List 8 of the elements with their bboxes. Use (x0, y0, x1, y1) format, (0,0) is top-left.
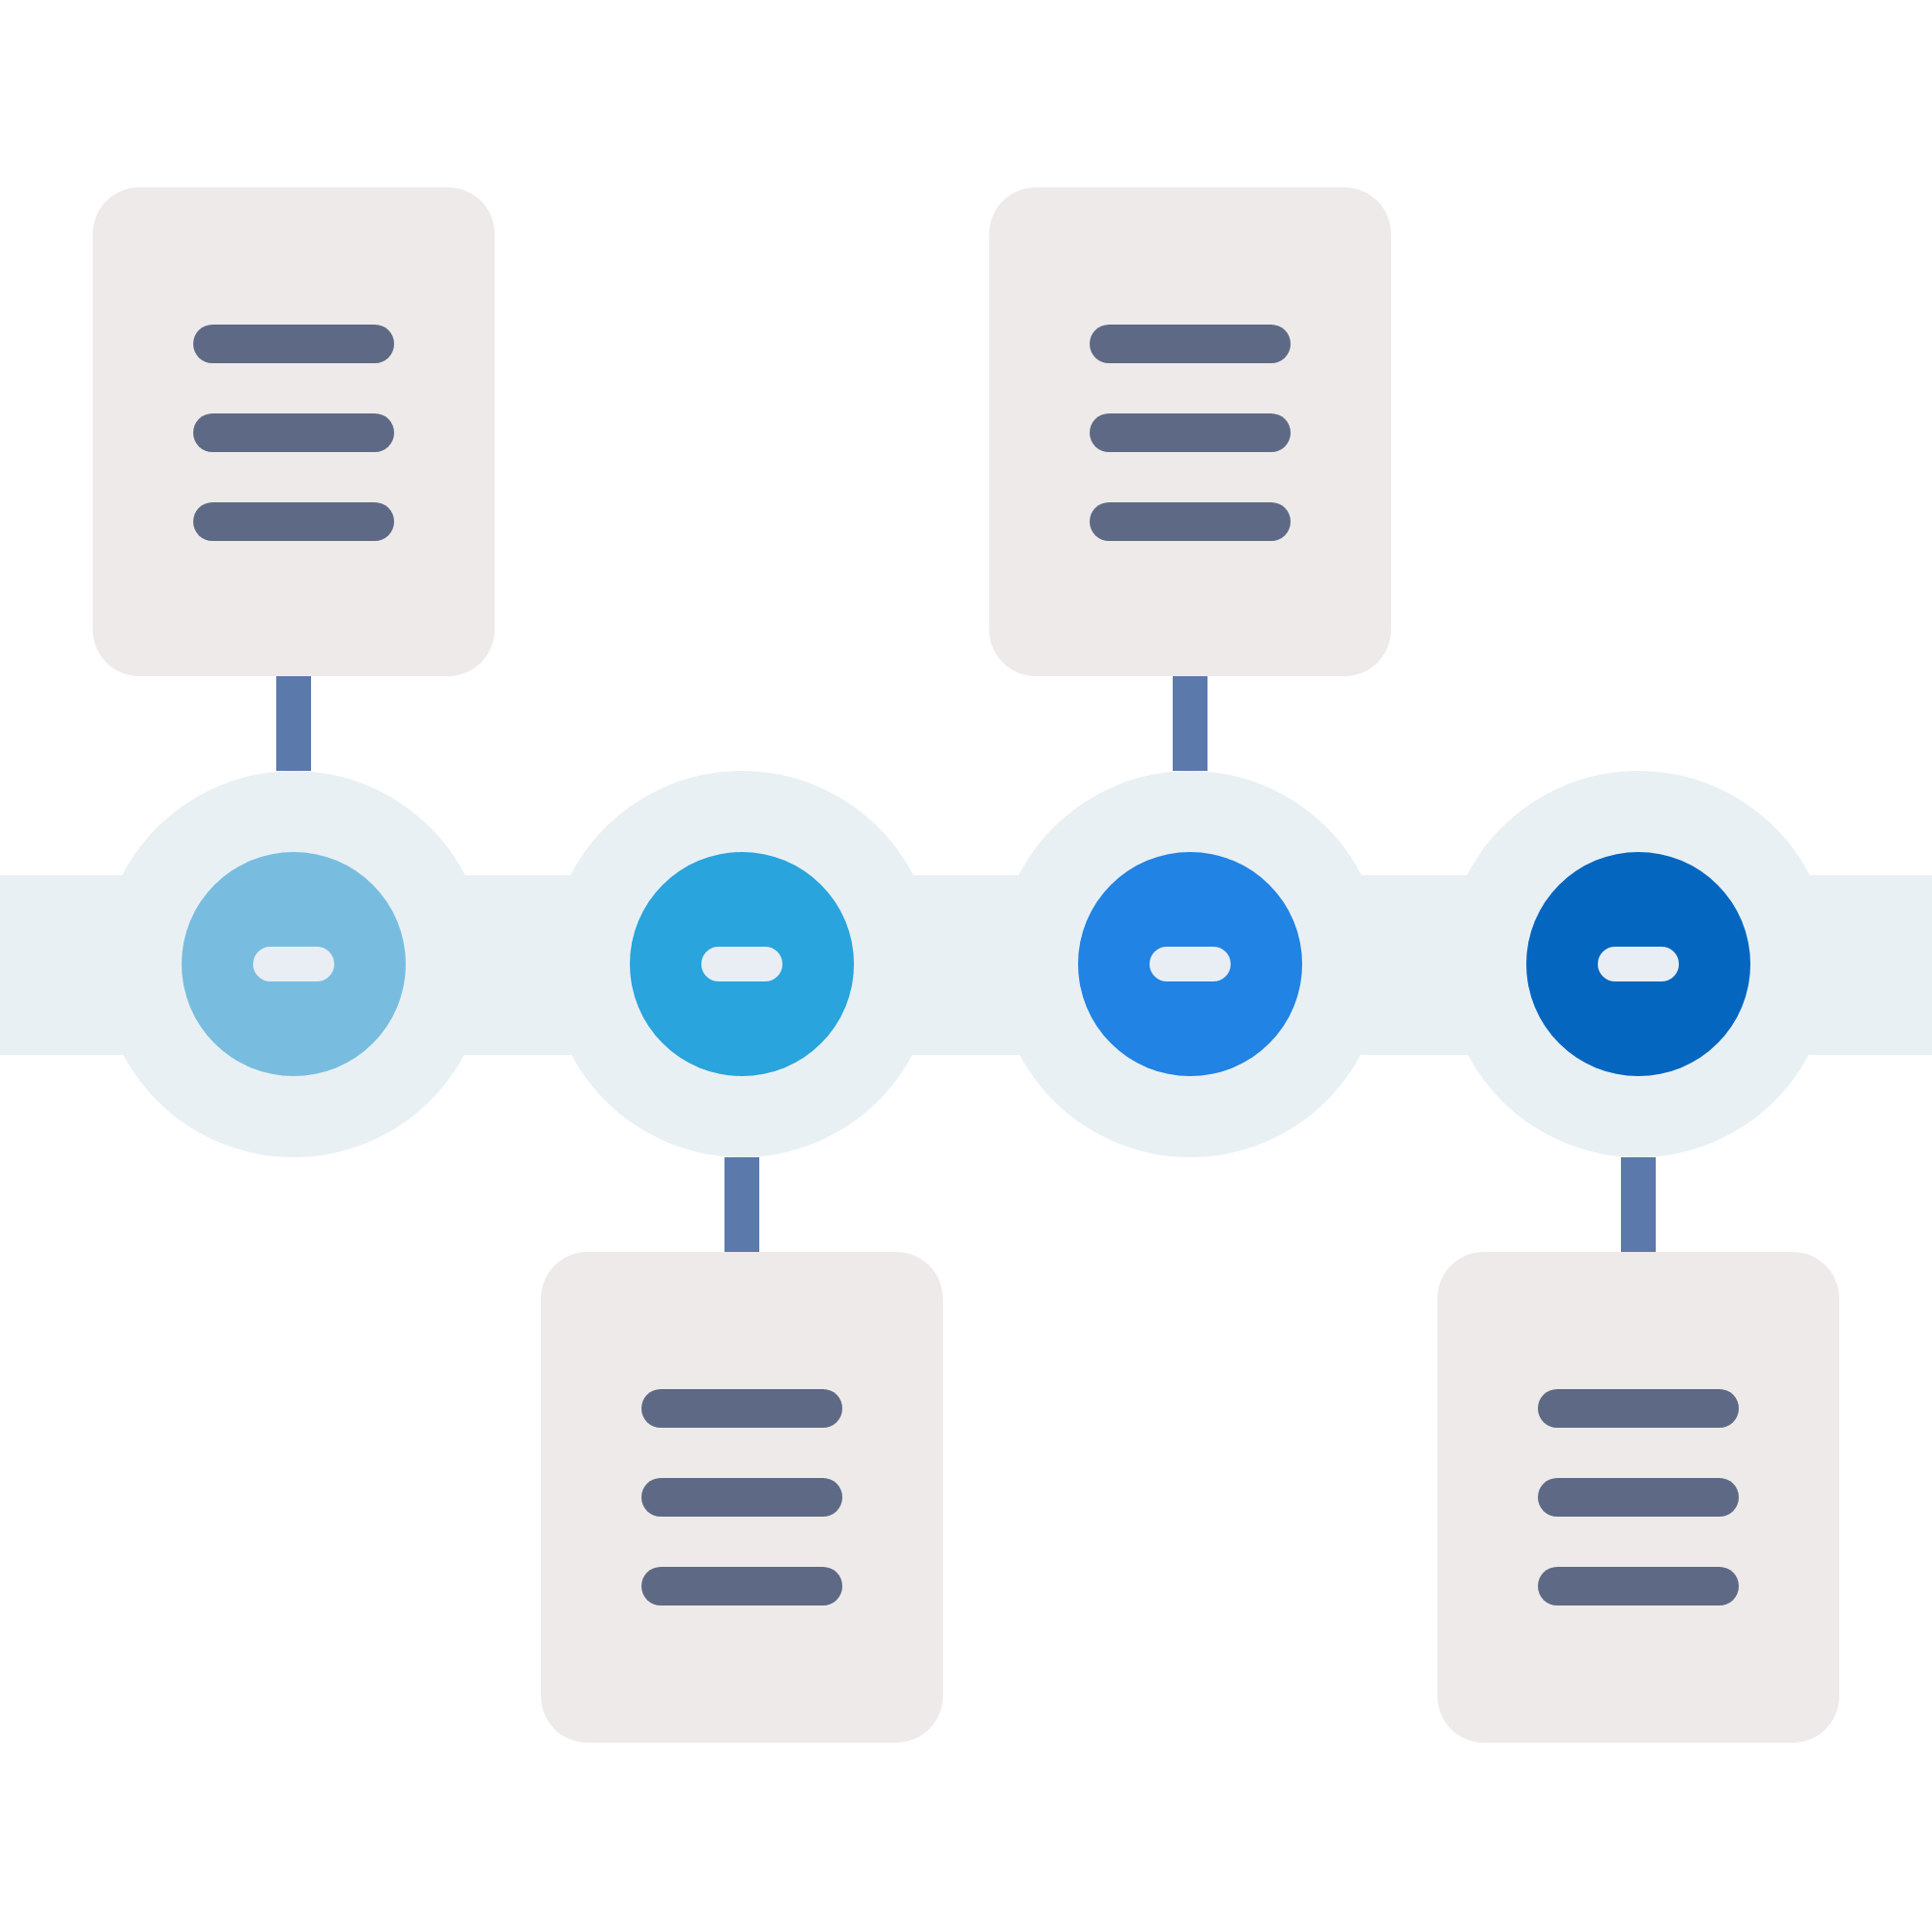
document-card (541, 1252, 943, 1743)
document-card (1437, 1252, 1839, 1743)
document-card (989, 187, 1391, 676)
connector-line (724, 1157, 759, 1252)
document-card (93, 187, 495, 676)
connector-line (276, 676, 311, 771)
connector-line (1621, 1157, 1656, 1252)
connector-line (1173, 676, 1208, 771)
